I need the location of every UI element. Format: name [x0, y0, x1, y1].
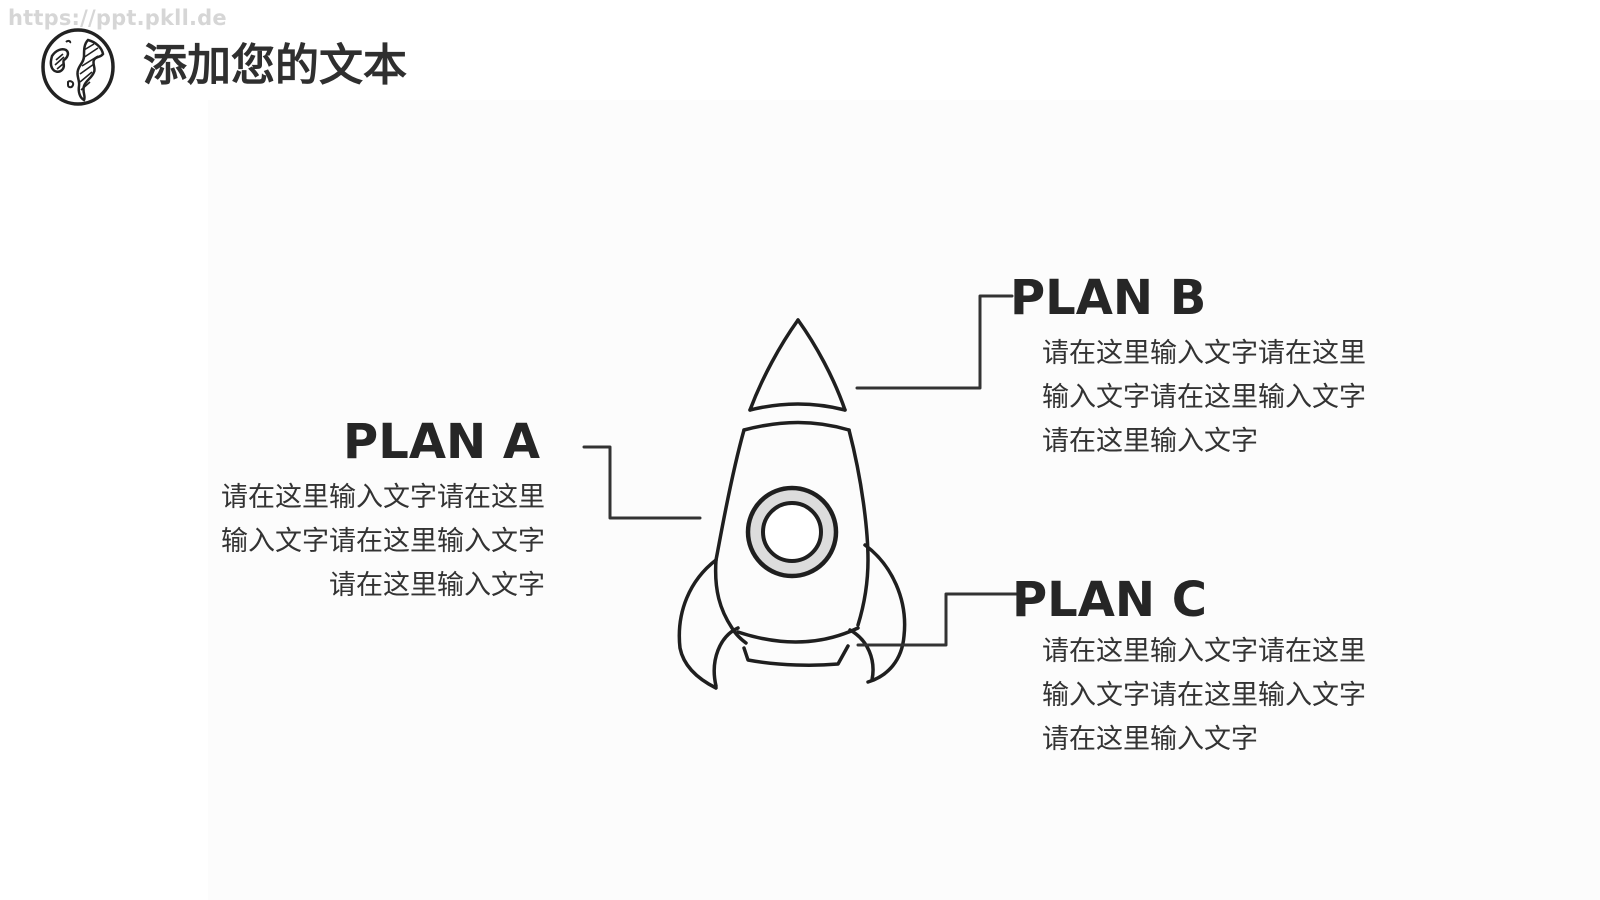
- plan-c-body: 请在这里输入文字请在这里输入文字请在这里输入文字请在这里输入文字: [1042, 636, 1366, 755]
- slide-title: 添加您的文本: [143, 40, 407, 91]
- plan-a-title: PLAN A: [343, 414, 540, 470]
- globe-icon: [41, 28, 115, 106]
- plan-a-body: 请在这里输入文字请在这里输入文字请在这里输入文字请在这里输入文字: [221, 482, 545, 601]
- watermark-url: https://ppt.pkll.de: [8, 6, 227, 30]
- plan-b-body: 请在这里输入文字请在这里输入文字请在这里输入文字请在这里输入文字: [1042, 338, 1366, 457]
- slide-background: [208, 100, 1600, 900]
- plan-c-title: PLAN C: [1012, 572, 1208, 628]
- plan-b-title: PLAN B: [1010, 270, 1207, 326]
